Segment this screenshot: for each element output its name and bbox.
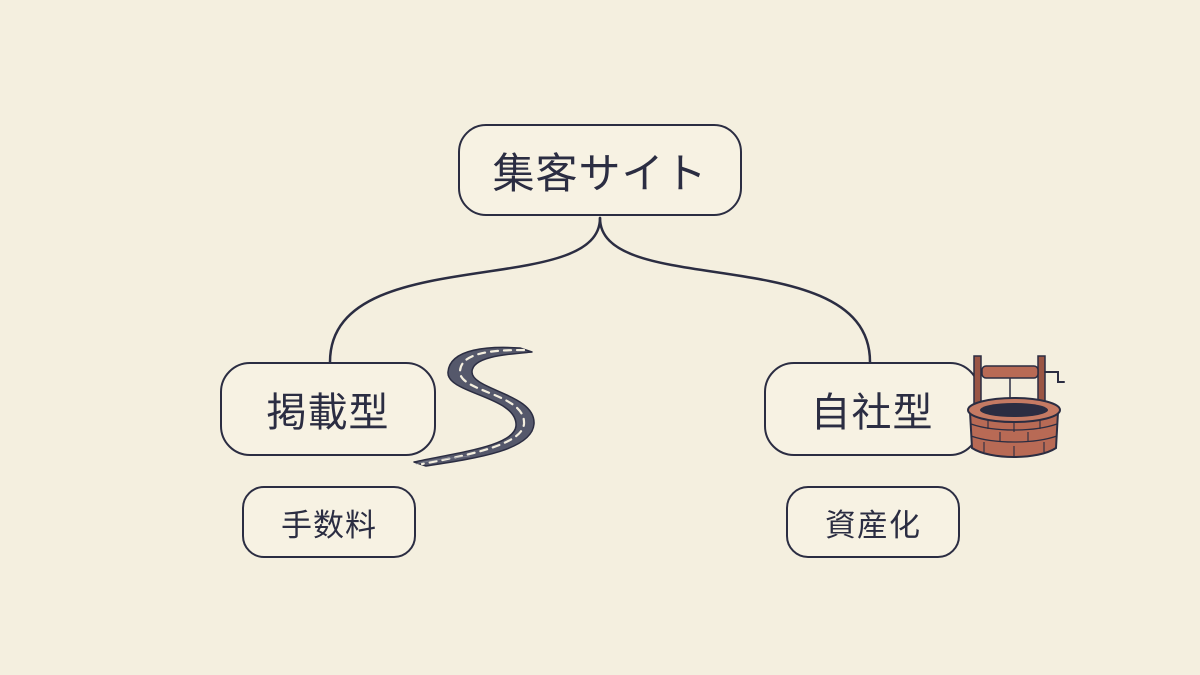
winding-road-icon	[413, 346, 535, 467]
root-node-label: 集客サイト	[492, 148, 708, 198]
branch-node-left: 掲載型	[220, 362, 436, 456]
sub-node-left: 手数料	[242, 486, 416, 558]
sub-node-left-label: 手数料	[281, 507, 377, 544]
sub-node-right: 資産化	[786, 486, 960, 558]
connector-root-to-left	[328, 216, 602, 364]
connector-root-to-right	[598, 216, 872, 364]
branch-node-left-label: 掲載型	[266, 390, 390, 436]
root-node: 集客サイト	[458, 124, 742, 216]
sub-node-right-label: 資産化	[825, 507, 921, 544]
branch-node-right-label: 自社型	[810, 390, 934, 436]
branch-node-right: 自社型	[764, 362, 980, 456]
water-well-icon	[967, 355, 1065, 458]
